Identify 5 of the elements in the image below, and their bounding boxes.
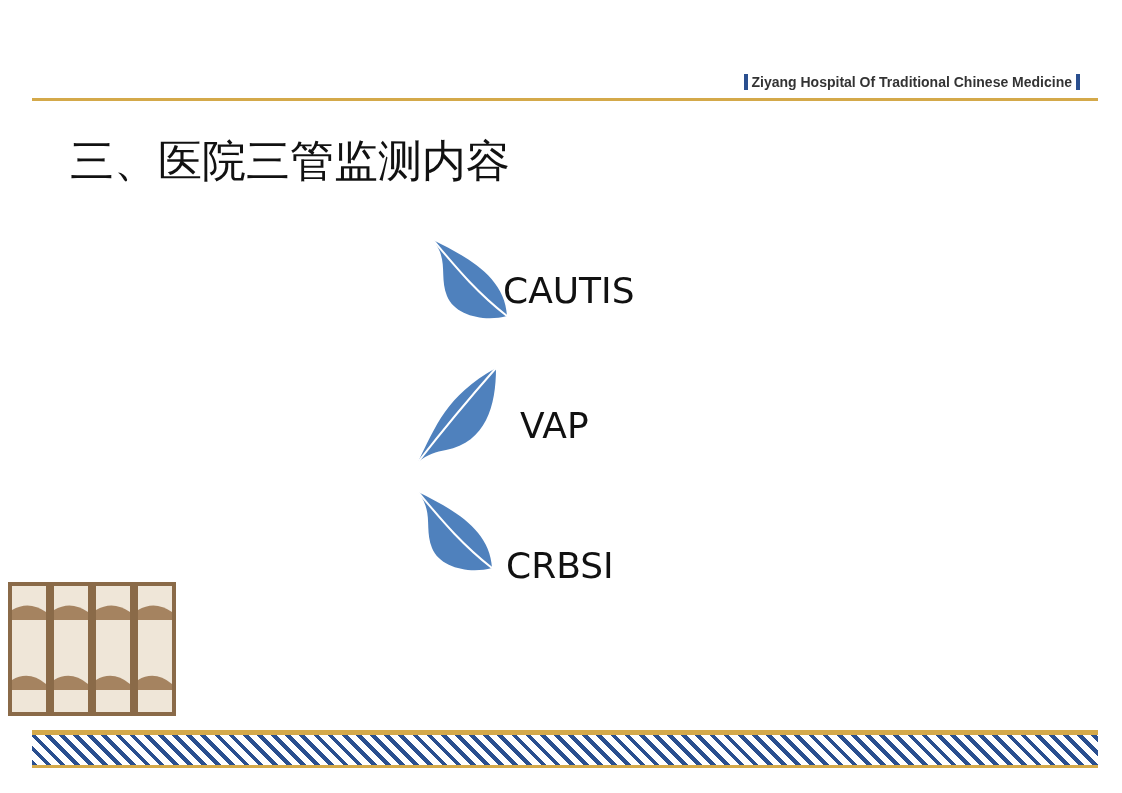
topic-label: CRBSI — [506, 545, 614, 586]
slide-title: 三、医院三管监测内容 — [70, 134, 510, 188]
topic-label: VAP — [520, 405, 589, 446]
topic-label: CAUTIS — [503, 270, 635, 311]
header-text: Ziyang Hospital Of Traditional Chinese Medicine — [743, 74, 1080, 90]
